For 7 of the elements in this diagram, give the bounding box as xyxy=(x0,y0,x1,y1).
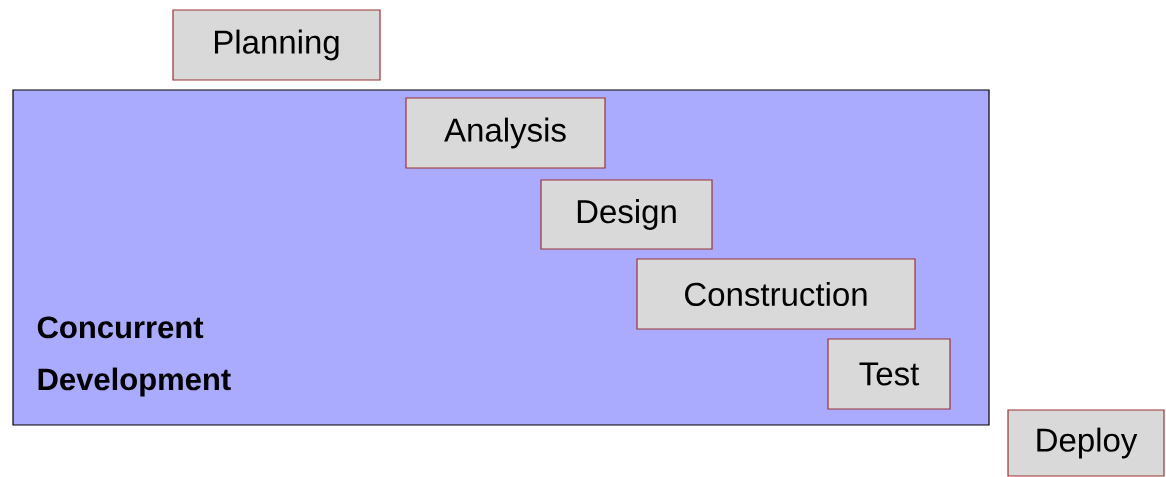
phase-box: Deploy xyxy=(1007,409,1165,477)
phase-box: Design xyxy=(540,179,713,250)
phase-box: Analysis xyxy=(405,97,606,169)
phase-box: Planning xyxy=(172,9,381,81)
phase-box: Test xyxy=(827,338,951,410)
heading: Concurrent Development xyxy=(37,316,231,397)
phase-box: Construction xyxy=(636,258,916,330)
